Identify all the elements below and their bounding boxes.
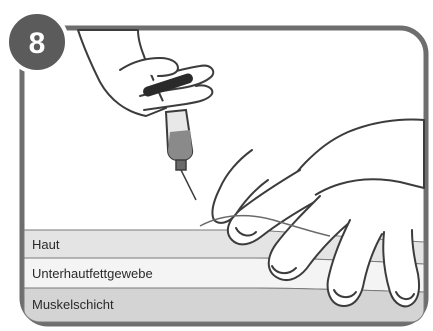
syringe-hub [176, 160, 186, 170]
syringe-liquid [168, 130, 192, 160]
step-badge: 8 [7, 12, 67, 72]
layer-label-skin: Haut [32, 237, 60, 252]
step-number: 8 [29, 27, 46, 60]
layer-label-muscle: Muskelschicht [32, 297, 114, 312]
layer-label-fat: Unterhautfettgewebe [32, 266, 153, 281]
